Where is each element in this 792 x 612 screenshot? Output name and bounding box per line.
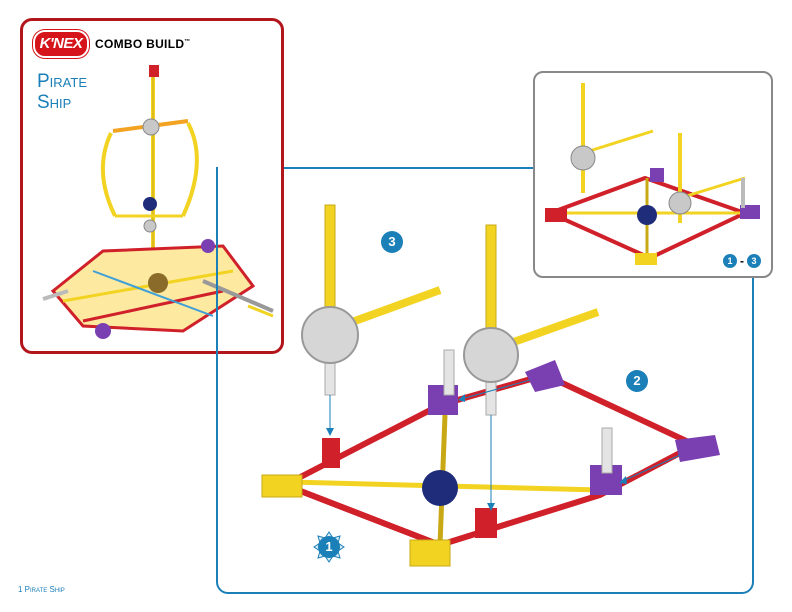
knex-logo: K'NEX: [33, 30, 89, 58]
preview-arm-2: [679, 176, 746, 200]
purple-connector-step2-top: [525, 360, 565, 392]
guide-arrow-right-head: [487, 503, 495, 511]
preview-arm-1: [582, 129, 654, 155]
guide-arrow-step2-right-head: [619, 476, 627, 484]
navy-hub: [422, 470, 458, 506]
red-rod-front-left: [283, 482, 442, 548]
pirate-ship-illustration: [42, 65, 274, 339]
bowsprit: [202, 279, 274, 313]
preview-hub-navy: [637, 205, 657, 225]
cover-card: K'NEX COMBO BUILD™ Pirate Ship: [20, 18, 284, 354]
deck-rod-1: [62, 269, 234, 303]
hull-connector-purple: [95, 323, 111, 339]
lower-hub: [143, 219, 157, 233]
red-connector-center: [475, 508, 497, 538]
preview-hub-grey-1: [570, 145, 596, 171]
model-title-line2: Ship: [37, 92, 72, 113]
preview-hub-grey-2: [668, 191, 692, 215]
mast-top-cap: [149, 65, 159, 77]
preview-illustration: [544, 83, 760, 265]
trademark-symbol: ™: [184, 39, 191, 45]
preview-connector-purple-2: [650, 168, 664, 182]
guide-arrow-left-head: [326, 428, 334, 436]
guide-arrow-step2-right: [624, 454, 681, 481]
grey-hub-left: [301, 306, 359, 364]
mid-hub: [143, 197, 157, 211]
step-2-badge: 2: [626, 370, 648, 392]
upper-hub: [142, 118, 160, 136]
grey-rod-front-right: [601, 427, 613, 474]
deck-rod-3: [92, 270, 214, 317]
step-frame-top-edge: [284, 167, 535, 169]
bowsprit-tip: [247, 304, 274, 318]
model-title: Pirate Ship: [37, 71, 87, 113]
sail-left: [101, 132, 117, 217]
deck-wheel: [148, 273, 168, 293]
step-range-indicator: 1 - 3: [723, 254, 761, 268]
sail-right: [181, 122, 199, 217]
preview-connector-purple-1: [740, 205, 760, 219]
range-start-badge: 1: [723, 254, 737, 268]
model-title-line1: Pirate: [37, 71, 87, 92]
yellow-front-connector: [409, 539, 451, 567]
brand-row: K'NEX COMBO BUILD™: [33, 30, 191, 58]
grey-hub-right: [463, 327, 519, 383]
preview-connector-yellow: [635, 253, 657, 265]
yellow-corner-connector: [261, 474, 303, 498]
page-footer: 1 Pirate Ship: [18, 585, 65, 594]
deck-rod-2: [82, 289, 224, 323]
combo-build-label: COMBO BUILD™: [95, 37, 191, 51]
guide-arrow-step2-top-head: [458, 394, 465, 402]
step-1-badge: 1: [318, 536, 340, 558]
preview-connector-red-1: [545, 208, 567, 222]
range-end-badge: 3: [747, 254, 761, 268]
red-connector-left: [322, 438, 340, 468]
guide-arrow-step2-top: [464, 379, 531, 399]
range-dash: -: [740, 254, 744, 268]
hull-connector-purple-2: [201, 239, 215, 253]
step-3-badge: 3: [381, 231, 403, 253]
preview-card: [533, 71, 773, 278]
combo-build-text: COMBO BUILD: [95, 37, 185, 51]
step-frame: [216, 167, 754, 594]
stern-rod: [42, 289, 69, 301]
grey-rod-back: [443, 349, 455, 396]
purple-connector-step2-right: [675, 435, 720, 462]
